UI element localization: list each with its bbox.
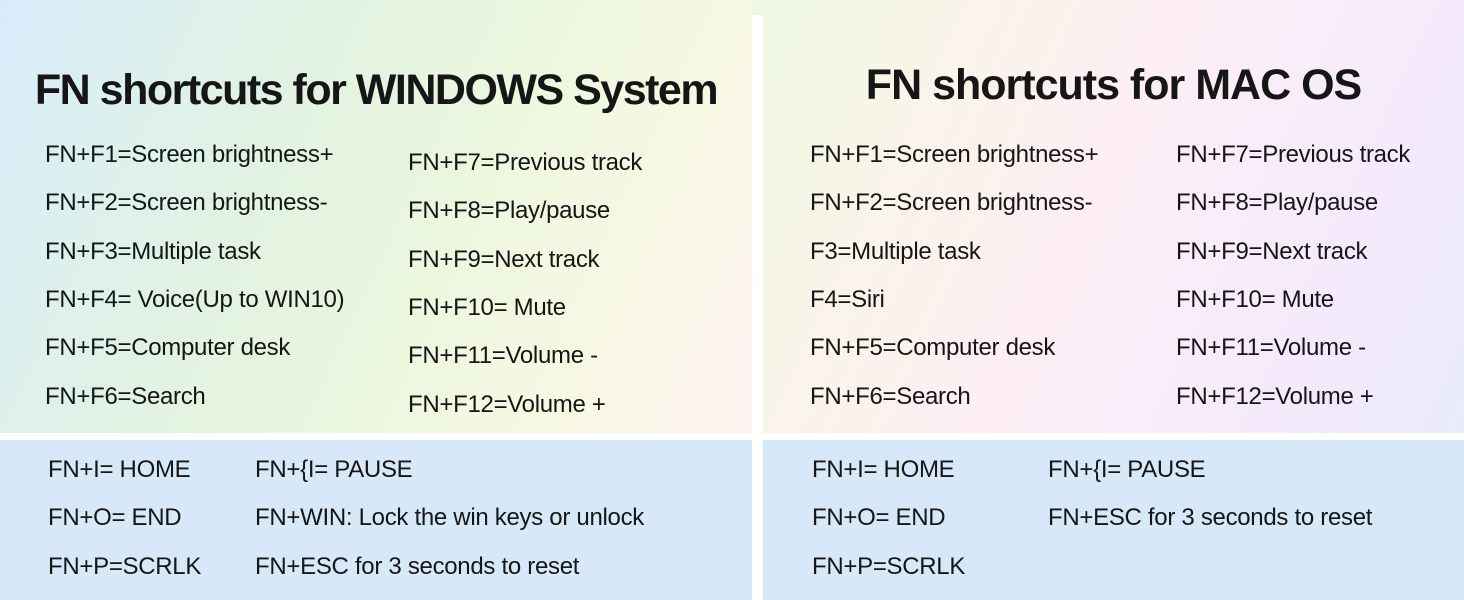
- shortcut-item: FN+F4= Voice(Up to WIN10): [45, 286, 345, 314]
- shortcut-item: FN+F9=Next track: [1176, 237, 1368, 265]
- shortcut-item: FN+F10= Mute: [408, 294, 566, 322]
- shortcut-item: FN+F11=Volume -: [408, 342, 598, 370]
- windows-fkeys-column-1: FN+F1=Screen brightness+ FN+F2=Screen br…: [45, 131, 345, 421]
- shortcut-item: FN+F7=Previous track: [1176, 141, 1411, 169]
- shortcut-item: FN+F1=Screen brightness+: [810, 141, 1099, 169]
- shortcut-item: FN+F6=Search: [810, 382, 971, 410]
- shortcut-item: FN+F6=Search: [45, 382, 206, 410]
- horizontal-white-band: [0, 433, 1464, 440]
- shortcut-item: FN+ESC for 3 seconds to reset: [1048, 504, 1373, 532]
- shortcut-item: FN+F9=Next track: [408, 245, 600, 273]
- shortcut-item: FN+F5=Computer desk: [810, 334, 1056, 362]
- windows-panel-title: FN shortcuts for WINDOWS System: [34, 66, 719, 114]
- shortcut-item: FN+I= HOME: [48, 456, 191, 484]
- shortcut-item: FN+F12=Volume +: [408, 390, 606, 418]
- shortcut-item: FN+F2=Screen brightness-: [810, 189, 1093, 217]
- shortcut-item: FN+F8=Play/pause: [1176, 189, 1378, 217]
- shortcut-item: FN+ESC for 3 seconds to reset: [255, 552, 580, 580]
- mac-panel-title: FN shortcuts for MAC OS: [865, 61, 1362, 109]
- shortcut-item: FN+O= END: [48, 504, 182, 532]
- mac-fkeys-column-2: FN+F7=Previous track FN+F8=Play/pause FN…: [1176, 131, 1410, 421]
- shortcut-item: FN+WIN: Lock the win keys or unlock: [255, 504, 644, 532]
- shortcut-item: FN+I= HOME: [812, 456, 955, 484]
- shortcut-item: FN+P=SCRLK: [48, 552, 202, 580]
- shortcut-item: FN+F8=Play/pause: [408, 197, 610, 225]
- shortcut-item: FN+F1=Screen brightness+: [45, 141, 334, 169]
- windows-extra-keys-section: [0, 440, 752, 600]
- shortcut-item: FN+P=SCRLK: [812, 552, 966, 580]
- windows-extra-column-2: FN+{I= PAUSE FN+WIN: Lock the win keys o…: [255, 446, 644, 591]
- mac-extra-column-2: FN+{I= PAUSE FN+ESC for 3 seconds to res…: [1048, 446, 1372, 543]
- windows-extra-column-1: FN+I= HOME FN+O= END FN+P=SCRLK: [48, 446, 201, 591]
- shortcut-item: FN+F5=Computer desk: [45, 334, 291, 362]
- shortcut-item: FN+F7=Previous track: [408, 149, 643, 177]
- shortcut-item: F3=Multiple task: [810, 237, 981, 265]
- panel-divider: [752, 15, 763, 600]
- mac-fkeys-column-1: FN+F1=Screen brightness+ FN+F2=Screen br…: [810, 131, 1099, 421]
- shortcut-item: F4=Siri: [810, 286, 885, 314]
- shortcut-item: FN+O= END: [812, 504, 946, 532]
- shortcut-item: FN+F11=Volume -: [1176, 334, 1366, 362]
- mac-extra-keys-section: [763, 440, 1464, 600]
- shortcut-item: FN+{I= PAUSE: [1048, 456, 1206, 484]
- windows-fkeys-column-2: FN+F7=Previous track FN+F8=Play/pause FN…: [408, 139, 642, 429]
- shortcut-item: FN+{I= PAUSE: [255, 456, 413, 484]
- shortcut-item: FN+F2=Screen brightness-: [45, 189, 328, 217]
- shortcut-item: FN+F10= Mute: [1176, 286, 1334, 314]
- shortcut-item: FN+F12=Volume +: [1176, 382, 1374, 410]
- shortcut-item: FN+F3=Multiple task: [45, 237, 261, 265]
- mac-extra-column-1: FN+I= HOME FN+O= END FN+P=SCRLK: [812, 446, 965, 591]
